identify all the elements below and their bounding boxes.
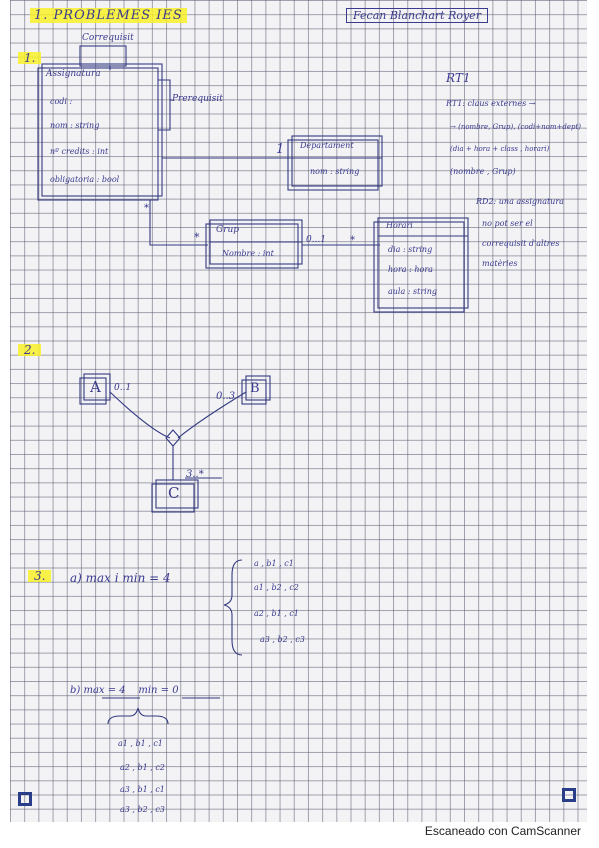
class-c-label: C [168, 484, 180, 502]
mult-grup-left: * [194, 231, 200, 244]
tuple-b-3: a3 , b1 , c1 [120, 785, 165, 794]
tuple-b-4: a3 , b2 , c3 [120, 805, 165, 814]
rt-line-3: (dia + hora + class , horari) [450, 145, 550, 153]
scan-corner-marker-left [18, 792, 32, 806]
assignatura-attr-2: nom : string [50, 121, 100, 130]
part-a-text: a) max i min = 4 [70, 571, 171, 585]
rd-line-3: correquisit d'altres [482, 239, 560, 248]
rd-line-1: RD2: una assignatura [476, 197, 564, 206]
class-b-label: B [250, 381, 260, 396]
mult-assig-bottom: * [144, 203, 149, 214]
horari-attr-3: aula : string [388, 287, 438, 296]
grup-attr-1: Nombre : int [222, 249, 274, 258]
horari-attr-1: dia : string [388, 245, 433, 254]
section1-number: 1. [18, 52, 42, 64]
grup-class-name: Grup [216, 225, 240, 235]
rt-line-4: (nombre , Grup) [450, 167, 516, 176]
scanner-watermark: Escaneado con CamScanner [424, 824, 581, 838]
horari-class-name: Horari [386, 221, 413, 230]
mult-grup-right-b: * [350, 235, 355, 246]
header-left-title: 1. PROBLEMES IES [30, 8, 187, 23]
tuple-a-1: a , b1 , c1 [254, 559, 294, 568]
tuple-b-2: a2 , b1 , c2 [120, 763, 165, 772]
mult-c: 3..* [186, 469, 204, 480]
section3-number: 3. [28, 570, 52, 582]
prerequisit-label: Prerequisit [172, 94, 223, 104]
header-right-title: Fecan Blanchart Royer [346, 8, 488, 23]
tuple-a-3: a2 , b1 , c1 [254, 609, 299, 618]
section2-number: 2. [18, 344, 42, 356]
assignatura-class-name: Assignatura [46, 69, 101, 79]
mult-b: 0..3 [216, 391, 236, 402]
part-b-text: b) max = 4 min = 0 [70, 685, 179, 696]
assignatura-attr-1: codi : [50, 97, 73, 106]
tuple-b-1: a1 , b1 , c1 [118, 739, 163, 748]
diagram-drawings [37, 45, 469, 725]
assignatura-attr-3: nº credits : int [50, 147, 109, 156]
departament-class-name: Departament [300, 141, 354, 150]
rt-line-2: → (nombre, Grup), (codi+nom+dept) [450, 123, 582, 131]
assignatura-attr-4: obligatoria : bool [50, 175, 120, 184]
correquisit-label: Correquisit [82, 33, 134, 43]
horari-attr-2: hora : hora [388, 265, 433, 274]
mult-a: 0..1 [114, 383, 132, 393]
rt-line-1: RT1: claus externes → [446, 99, 536, 108]
mult-assig-dept: 1 [276, 142, 285, 157]
tuple-a-4: a3 , b2 , c3 [260, 635, 305, 644]
grid-paper-sheet: 1. PROBLEMES IES Fecan Blanchart Royer [10, 0, 587, 822]
rd-line-4: matèries [482, 259, 518, 268]
rt-title: RT1 [446, 71, 471, 85]
rd-line-2: no pot ser el [482, 219, 533, 228]
tuple-a-2: a1 , b2 , c2 [254, 583, 299, 592]
departament-attr-1: nom : string [310, 167, 360, 176]
mult-grup-right-a: 0...1 [306, 235, 327, 245]
class-a-label: A [90, 378, 101, 396]
scan-corner-marker-right [562, 788, 576, 802]
